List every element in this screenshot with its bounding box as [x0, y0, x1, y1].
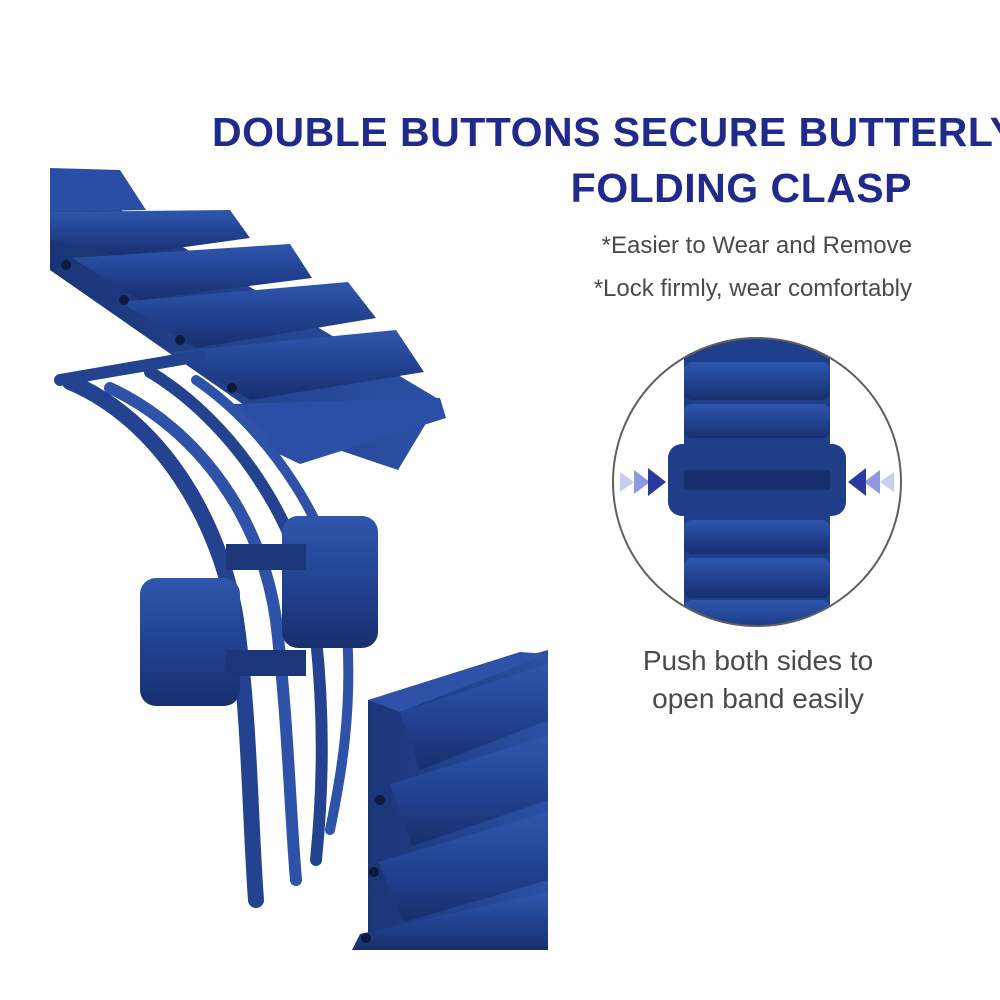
- push-arrows-right-icon: [620, 468, 666, 496]
- push-arrows-left-icon: [848, 468, 894, 496]
- detail-caption-line-1: Push both sides to: [642, 645, 874, 676]
- headline-line-2: FOLDING CLASP: [570, 165, 912, 211]
- detail-caption-line-2: open band easily: [652, 683, 864, 714]
- upper-band-links: [50, 168, 446, 470]
- feature-list: *Easier to Wear and Remove *Lock firmly,…: [412, 224, 912, 310]
- detail-caption: Push both sides to open band easily: [598, 642, 918, 718]
- lower-band-links: [352, 650, 548, 950]
- feature-item: *Lock firmly, wear comfortably: [593, 275, 912, 302]
- clasp-detail-zoom: [612, 337, 902, 627]
- feature-item: *Easier to Wear and Remove: [601, 232, 912, 259]
- headline: DOUBLE BUTTONS SECURE BUTTERLY FOLDING C…: [212, 104, 1000, 216]
- clasp-buttons: [140, 516, 378, 706]
- headline-line-1: DOUBLE BUTTONS SECURE BUTTERLY: [212, 109, 1000, 155]
